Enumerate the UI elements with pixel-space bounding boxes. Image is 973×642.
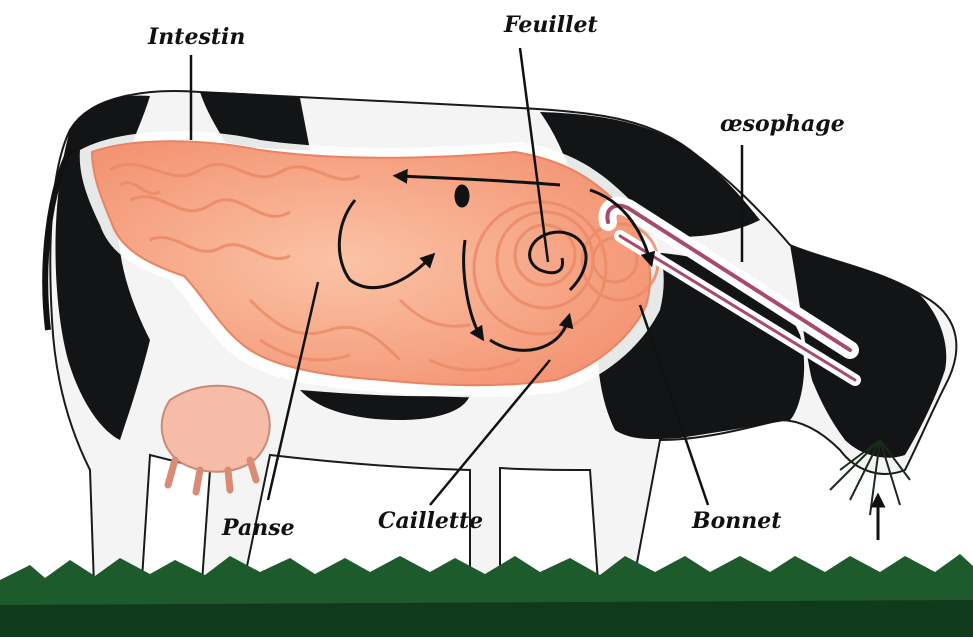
label-oesophage: œsophage (720, 113, 845, 135)
label-caillette: Caillette (378, 510, 483, 532)
label-panse: Panse (222, 517, 295, 539)
label-bonnet: Bonnet (692, 510, 781, 532)
label-intestin: Intestin (148, 26, 245, 48)
label-feuillet: Feuillet (504, 14, 598, 36)
